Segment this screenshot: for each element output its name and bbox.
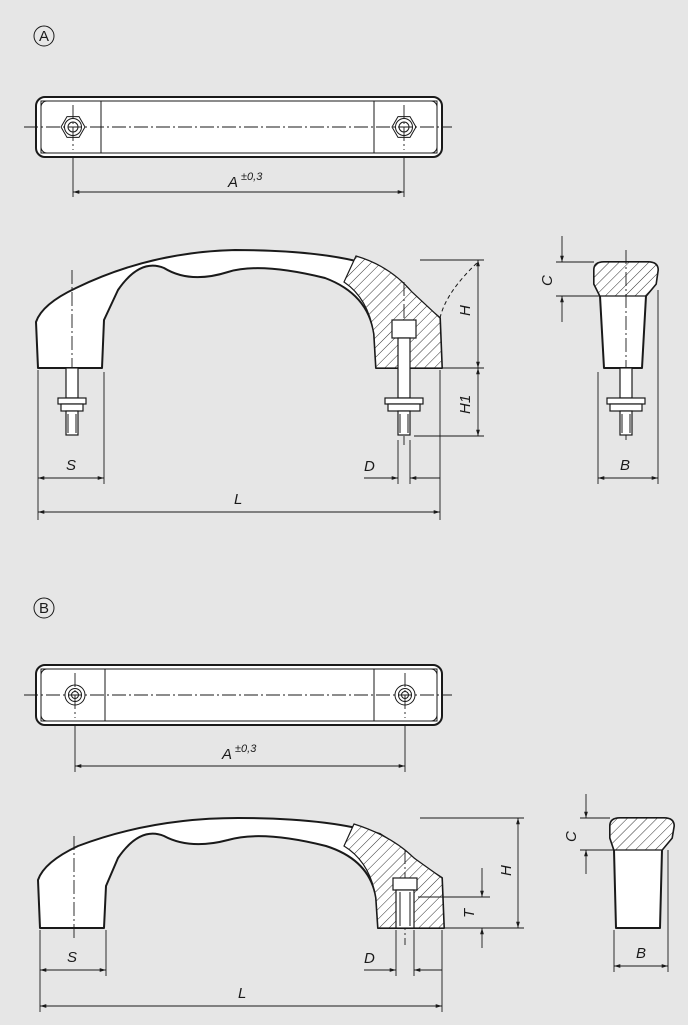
top-view-a: A ±0,3 — [24, 96, 452, 197]
hex-nut-left-a — [60, 116, 86, 138]
dim-tolerance-A-a: ±0,3 — [241, 171, 263, 183]
variant-b-marker-circle — [33, 597, 55, 619]
dim-label-D-b: D — [364, 950, 375, 967]
dim-label-L-b: L — [238, 985, 246, 1002]
dim-label-H-b: H — [498, 865, 515, 876]
dim-label-L-a: L — [234, 491, 242, 508]
dim-label-B-b: B — [636, 945, 646, 962]
dim-label-T-b: T — [461, 907, 478, 918]
variant-a: A A ±0,3 — [24, 25, 659, 520]
side-view-b: H T S D L — [37, 817, 524, 1012]
threaded-insert-head-b — [392, 877, 418, 891]
section-hatch-b — [343, 823, 445, 929]
end-view-b: C B — [563, 794, 675, 972]
dim-label-S-a: S — [66, 457, 76, 474]
variant-b-marker: B — [39, 600, 49, 617]
dim-label-A-b: A — [221, 746, 232, 763]
hex-nut-right-a — [391, 116, 417, 138]
end-view-a: C B — [539, 236, 659, 484]
dim-label-S-b: S — [67, 949, 77, 966]
side-view-a: H H1 S D L — [35, 249, 484, 520]
section-hatch-a — [343, 255, 443, 369]
dim-label-H1-a: H1 — [457, 395, 474, 414]
dim-label-H-a: H — [457, 305, 474, 316]
variant-b: B A ±0,3 — [24, 597, 675, 1012]
dim-label-D-a: D — [364, 458, 375, 475]
dim-label-B-a: B — [620, 457, 630, 474]
threaded-insert-b — [395, 889, 415, 929]
dim-label-A-a: A — [227, 174, 238, 191]
insert-right-b — [394, 684, 416, 706]
end-section-hatch-b — [609, 817, 675, 851]
insert-left-b — [64, 684, 86, 706]
variant-a-marker-circle — [33, 25, 55, 47]
variant-a-marker: A — [39, 28, 49, 45]
dim-label-C-a: C — [539, 275, 556, 286]
dim-label-C-b: C — [563, 831, 580, 842]
dim-tolerance-A-b: ±0,3 — [235, 743, 257, 755]
top-view-b: A ±0,3 — [24, 664, 452, 772]
